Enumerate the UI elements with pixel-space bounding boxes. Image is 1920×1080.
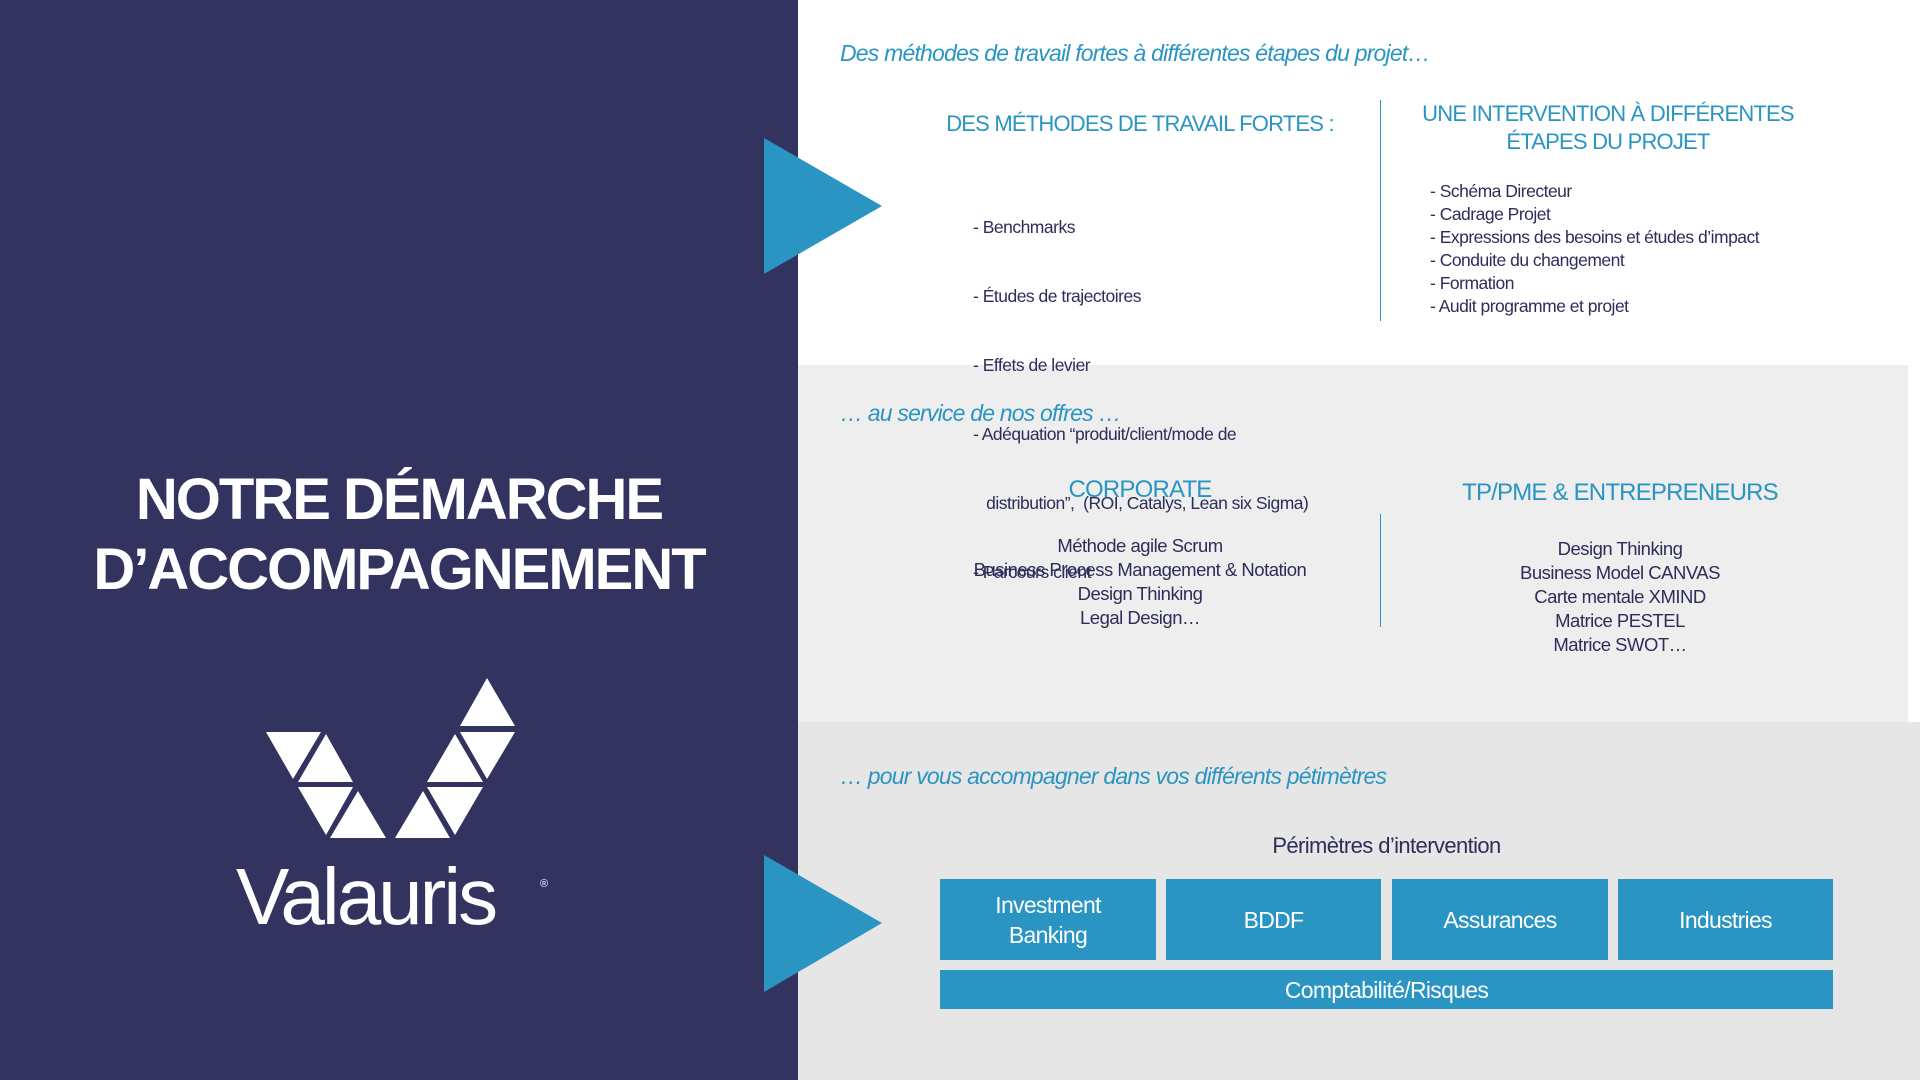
valauris-logo-icon (266, 678, 515, 838)
offers-section (798, 365, 1908, 722)
list-item: Matrice SWOT… (1553, 634, 1687, 655)
list-item: Business Process Management & Notation (973, 559, 1307, 580)
box-label: Assurances (1443, 906, 1557, 933)
corporate-list: Méthode agile Scrum Business Process Man… (900, 534, 1380, 630)
arrow-right-icon (764, 138, 882, 274)
registered-mark: ® (540, 878, 549, 890)
divider (1380, 514, 1381, 627)
perimeter-industries: Industries (1618, 879, 1833, 960)
list-item: - Adéquation “produit/client/mode de (973, 424, 1237, 444)
list-item: Business Model CANVAS (1520, 562, 1720, 583)
perimeter-investment-banking: Investment Banking (940, 879, 1156, 960)
list-item: distribution”, (ROI, Catalys, Lean six S… (973, 493, 1309, 513)
list-item: Carte mentale XMIND (1534, 586, 1706, 607)
list-item: Matrice PESTEL (1555, 610, 1685, 631)
methods-list: - Benchmarks - Études de trajectoires - … (973, 170, 1309, 607)
section2-lead: … au service de nos offres … (840, 400, 1121, 426)
left-panel (0, 0, 798, 1080)
box-label: Investment (995, 891, 1101, 918)
page-title-line1: NOTRE DÉMARCHE (135, 467, 664, 532)
list-item: - Cadrage Projet (1430, 204, 1551, 224)
box-label: Banking (1008, 921, 1088, 948)
list-item: Design Thinking (1557, 538, 1683, 559)
list-item: - Benchmarks (973, 217, 1075, 237)
list-item: - Effets de levier (973, 355, 1091, 375)
perimeter-comptabilite-risques: Comptabilité/Risques (940, 970, 1833, 1009)
box-label: BDDF (1243, 906, 1305, 933)
tpme-list: Design Thinking Business Model CANVAS Ca… (1400, 537, 1840, 657)
list-item: - Schéma Directeur (1430, 181, 1572, 201)
intervention-title-line1: UNE INTERVENTION À DIFFÉRENTES (1422, 101, 1794, 126)
logo-text: Valauris (236, 852, 498, 941)
tpme-title: TP/PME & ENTREPRENEURS (1462, 479, 1779, 506)
list-item: Design Thinking (1077, 583, 1203, 604)
list-item: Méthode agile Scrum (1057, 535, 1223, 556)
perimeters-heading: Périmètres d’intervention (1272, 833, 1501, 858)
methods-title: DES MÉTHODES DE TRAVAIL FORTES : (946, 111, 1334, 136)
intervention-title-line2: ÉTAPES DU PROJET (1506, 129, 1710, 154)
list-item: - Formation (1430, 273, 1514, 293)
box-label: Industries (1679, 906, 1772, 933)
list-item: - Études de trajectoires (973, 286, 1141, 306)
section3-lead: … pour vous accompagner dans vos différe… (840, 763, 1387, 789)
section1-lead: Des méthodes de travail fortes à différe… (840, 40, 1430, 66)
box-label: Comptabilité/Risques (1284, 976, 1489, 1003)
page-title-line2: D’ACCOMPAGNEMENT (93, 537, 706, 602)
intervention-list: - Schéma Directeur - Cadrage Projet - Ex… (1430, 180, 1760, 318)
list-item: - Conduite du changement (1430, 250, 1625, 270)
perimeter-assurances: Assurances (1392, 879, 1608, 960)
corporate-title: CORPORATE (1068, 476, 1212, 503)
arrow-right-icon (764, 855, 882, 992)
list-item: - Parcours client (973, 562, 1091, 582)
list-item: - Expressions des besoins et études d’im… (1430, 227, 1760, 247)
perimeter-bddf: BDDF (1166, 879, 1381, 960)
divider (1380, 100, 1381, 321)
methods-section (798, 0, 1920, 365)
list-item: - Audit programme et projet (1430, 296, 1629, 316)
list-item: Legal Design… (1080, 607, 1201, 628)
